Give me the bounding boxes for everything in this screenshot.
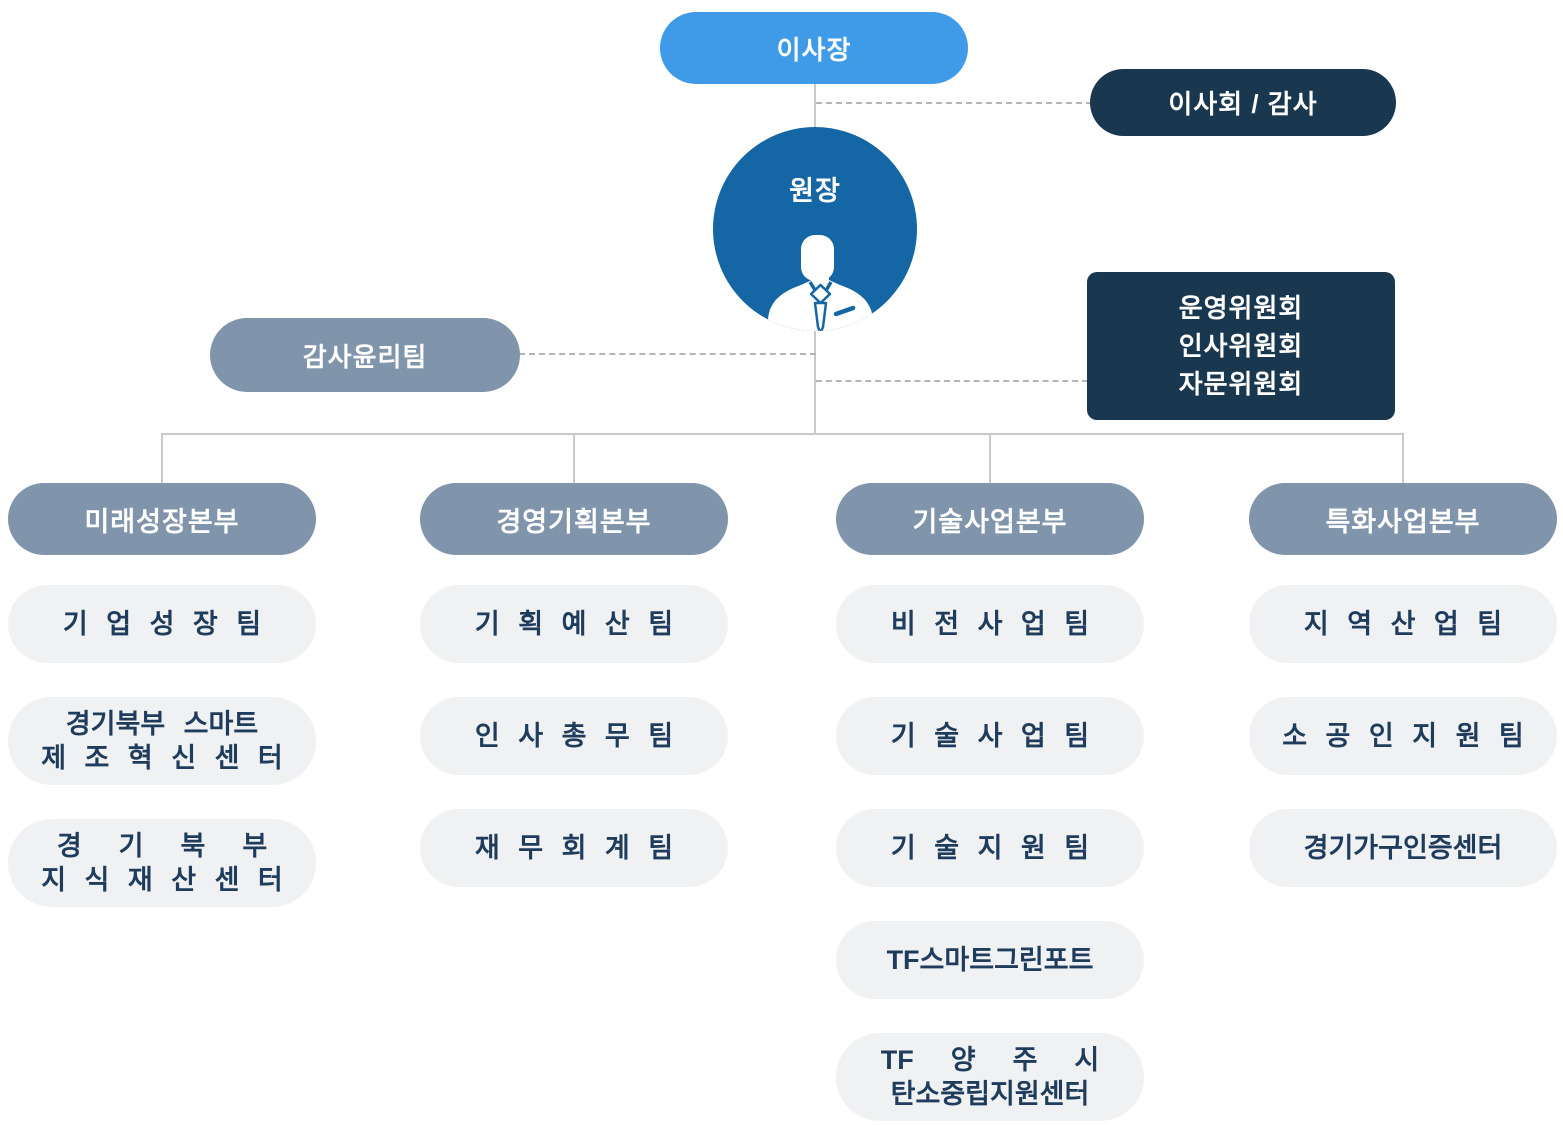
division-node: 특화사업본부 <box>1249 483 1557 555</box>
team-label: TF스마트그린포트 <box>886 945 1094 975</box>
team-label: 인 사 총 무 팀 <box>474 721 674 751</box>
division-node: 기술사업본부 <box>836 483 1144 555</box>
chairman-node: 이사장 <box>660 12 968 84</box>
committee-label: 자문위원회 <box>1178 369 1304 399</box>
team-label: 기 업 성 장 팀 <box>62 609 262 639</box>
team-node: TF스마트그린포트 <box>836 921 1144 999</box>
connector-stub-division-1 <box>161 433 163 483</box>
team-node: 재 무 회 계 팀 <box>420 809 728 887</box>
connector-stub-division-2 <box>573 433 575 483</box>
board-audit-node: 이사회 / 감사 <box>1090 69 1396 136</box>
committee-label: 인사위원회 <box>1178 331 1304 361</box>
team-node: 기 업 성 장 팀 <box>8 585 316 663</box>
team-node: 경기가구인증센터 <box>1249 809 1557 887</box>
team-label: 비 전 사 업 팀 <box>890 609 1090 639</box>
team-label: 기 술 지 원 팀 <box>890 833 1090 863</box>
connector-chairman-director <box>814 84 816 129</box>
division-node: 경영기획본부 <box>420 483 728 555</box>
team-label: 기 술 사 업 팀 <box>890 721 1090 751</box>
team-label: 경기북부 스마트 <box>65 709 259 739</box>
team-node: 인 사 총 무 팀 <box>420 697 728 775</box>
team-label: 탄소중립지원센터 <box>890 1079 1090 1109</box>
team-label: 경 기 북 부 <box>56 831 268 861</box>
team-label: 경기가구인증센터 <box>1303 833 1503 863</box>
connector-board-dashed <box>816 102 1092 104</box>
team-node: 기 획 예 산 팀 <box>420 585 728 663</box>
team-node: 기 술 지 원 팀 <box>836 809 1144 887</box>
team-node: 소 공 인 지 원 팀 <box>1249 697 1557 775</box>
team-node: 기 술 사 업 팀 <box>836 697 1144 775</box>
team-label: 재 무 회 계 팀 <box>474 833 674 863</box>
person-icon <box>768 235 873 331</box>
audit-ethics-team-node: 감사윤리팀 <box>210 318 520 392</box>
team-node: 지 역 산 업 팀 <box>1249 585 1557 663</box>
connector-stub-division-4 <box>1402 433 1404 483</box>
director-label: 원장 <box>789 176 841 206</box>
team-node: 비 전 사 업 팀 <box>836 585 1144 663</box>
team-label: 제 조 혁 신 센 터 <box>41 743 283 773</box>
committees-node: 운영위원회 인사위원회 자문위원회 <box>1087 272 1395 420</box>
connector-stub-division-3 <box>989 433 991 483</box>
connector-director-trunk <box>814 330 816 434</box>
division-node: 미래성장본부 <box>8 483 316 555</box>
connector-committees-dashed <box>816 380 1088 382</box>
team-label: 지 역 산 업 팀 <box>1303 609 1503 639</box>
team-label: TF 양 주 시 <box>880 1045 1100 1075</box>
team-label: 지 식 재 산 센 터 <box>41 865 283 895</box>
director-node: 원장 <box>713 127 917 331</box>
connector-audit-dashed <box>519 353 816 355</box>
team-label: 기 획 예 산 팀 <box>474 609 674 639</box>
committee-label: 운영위원회 <box>1178 293 1304 323</box>
connector-main-horizontal <box>161 433 1404 435</box>
team-label: 소 공 인 지 원 팀 <box>1282 721 1524 751</box>
